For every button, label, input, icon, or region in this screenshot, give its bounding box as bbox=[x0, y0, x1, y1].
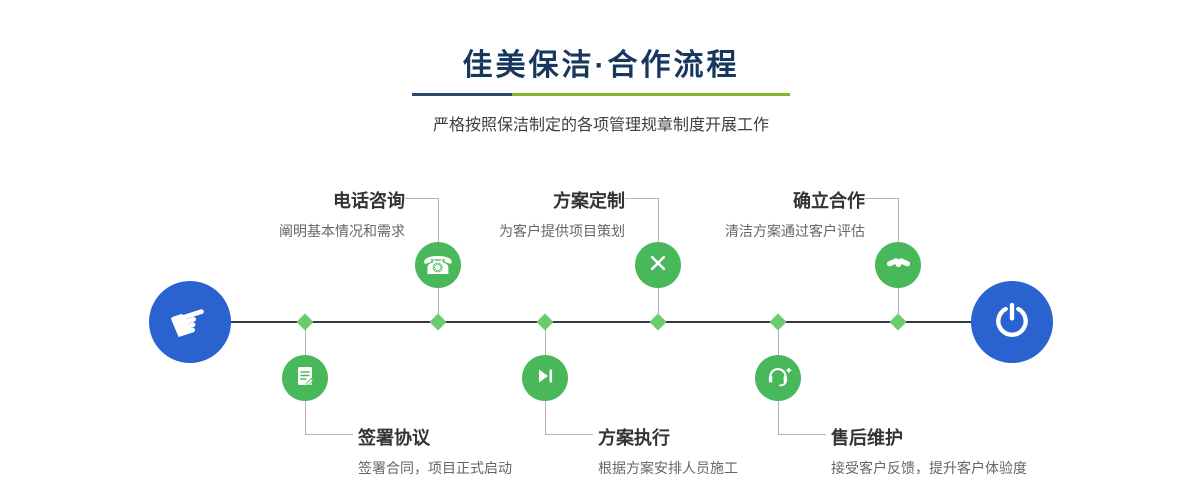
step-desc: 阐明基本情况和需求 bbox=[279, 223, 405, 239]
step-phone-consult: 电话咨询 阐明基本情况和需求 bbox=[195, 187, 405, 241]
step-node-cooperation bbox=[875, 242, 921, 288]
step-node-design bbox=[635, 242, 681, 288]
step-label: 确立合作 bbox=[793, 191, 865, 211]
connector-line bbox=[865, 198, 898, 199]
step-sign-agreement: 签署协议 签署合同，项目正式启动 bbox=[358, 424, 638, 478]
step-label: 方案定制 bbox=[553, 191, 625, 211]
pointing-hand-icon: ☛ bbox=[162, 289, 218, 355]
step-plan-customize: 方案定制 为客户提供项目策划 bbox=[415, 187, 625, 241]
start-node: ☛ bbox=[149, 281, 231, 363]
step-desc: 为客户提供项目策划 bbox=[499, 223, 625, 239]
title-divider bbox=[412, 93, 790, 96]
step-node-execution bbox=[522, 355, 568, 401]
connector-line bbox=[625, 198, 658, 199]
step-node-contract bbox=[282, 355, 328, 401]
step-label: 售后维护 bbox=[831, 428, 903, 448]
power-icon bbox=[992, 300, 1032, 345]
phone-icon: ☎ bbox=[422, 250, 454, 280]
step-desc: 根据方案安排人员施工 bbox=[598, 460, 738, 476]
step-establish-cooperation: 确立合作 清洁方案通过客户评估 bbox=[655, 187, 865, 241]
step-node-phone: ☎ bbox=[415, 242, 461, 288]
end-node bbox=[971, 281, 1053, 363]
contract-icon bbox=[293, 364, 317, 393]
step-label: 电话咨询 bbox=[333, 191, 405, 211]
connector-line bbox=[305, 434, 353, 435]
step-label: 签署协议 bbox=[358, 428, 430, 448]
timeline-node-diamond bbox=[889, 313, 907, 331]
step-desc: 签署合同，项目正式启动 bbox=[358, 460, 512, 476]
timeline-node-diamond bbox=[769, 313, 787, 331]
page-title: 佳美保洁·合作流程 bbox=[462, 49, 740, 82]
connector-line bbox=[545, 434, 593, 435]
divider-green-segment bbox=[512, 93, 790, 96]
timeline-line bbox=[190, 321, 1012, 323]
step-plan-execution: 方案执行 根据方案安排人员施工 bbox=[598, 424, 878, 478]
timeline-node-diamond bbox=[536, 313, 554, 331]
page-subtitle: 严格按照保洁制定的各项管理规章制度开展工作 bbox=[432, 117, 769, 134]
divider-blue-segment bbox=[412, 93, 512, 96]
step-desc: 清洁方案通过客户评估 bbox=[725, 223, 865, 239]
design-tools-icon bbox=[646, 251, 670, 280]
connector-line bbox=[778, 434, 826, 435]
step-desc: 接受客户反馈，提升客户体验度 bbox=[831, 460, 1027, 476]
timeline-node-diamond bbox=[296, 313, 314, 331]
step-label: 方案执行 bbox=[598, 428, 670, 448]
step-aftersales-service: 售后维护 接受客户反馈，提升客户体验度 bbox=[831, 424, 1111, 478]
headset-icon bbox=[765, 362, 792, 394]
timeline-node-diamond bbox=[429, 313, 447, 331]
handshake-icon bbox=[885, 249, 912, 281]
play-forward-icon bbox=[533, 364, 557, 393]
timeline-node-diamond bbox=[649, 313, 667, 331]
step-node-service bbox=[755, 355, 801, 401]
connector-line bbox=[405, 198, 438, 199]
